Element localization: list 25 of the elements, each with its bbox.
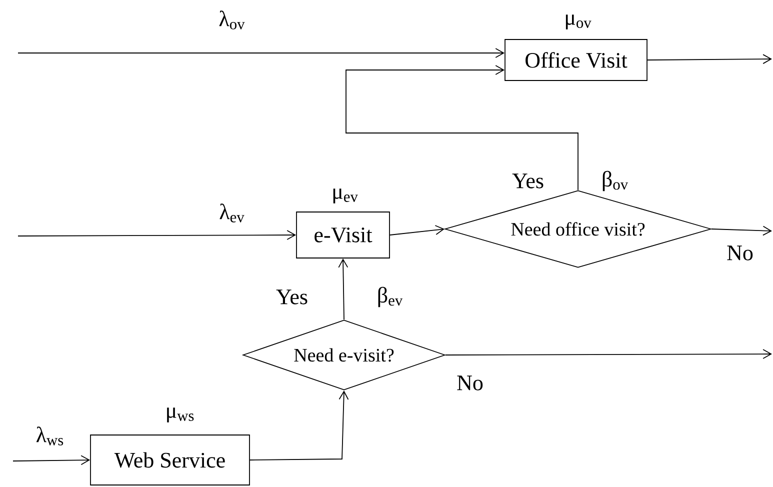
parameter-label: μ$_{ev}$	[333, 188, 358, 204]
arrow	[711, 226, 772, 236]
arrow	[647, 54, 772, 64]
arrow	[12, 455, 90, 466]
arrow	[346, 65, 578, 190]
process-box: Office Visit	[504, 39, 648, 81]
arrow	[445, 349, 772, 359]
parameter-label: μ$_{ov}$	[566, 14, 592, 30]
edge-label: No	[727, 246, 753, 260]
edge-label: Yes	[512, 174, 544, 188]
process-box: Web Service	[90, 434, 250, 486]
edge-label: λ$_{ev}$	[220, 204, 244, 222]
parameter-label: β$_{ov}$	[602, 170, 628, 192]
edge-label: λ$_{ws}$	[36, 426, 64, 446]
arrow	[390, 225, 445, 236]
edge-label: No	[457, 376, 483, 390]
arrow	[250, 390, 349, 460]
arrow	[338, 258, 348, 320]
arrow	[18, 230, 296, 240]
edge-label: λ$_{ov}$	[219, 10, 245, 30]
parameter-label: μ$_{ws}$	[167, 408, 194, 422]
process-box: e-Visit	[296, 212, 390, 258]
arrow	[18, 48, 505, 58]
parameter-label: β$_{ev}$	[378, 286, 403, 308]
edge-label: Yes	[276, 290, 308, 304]
